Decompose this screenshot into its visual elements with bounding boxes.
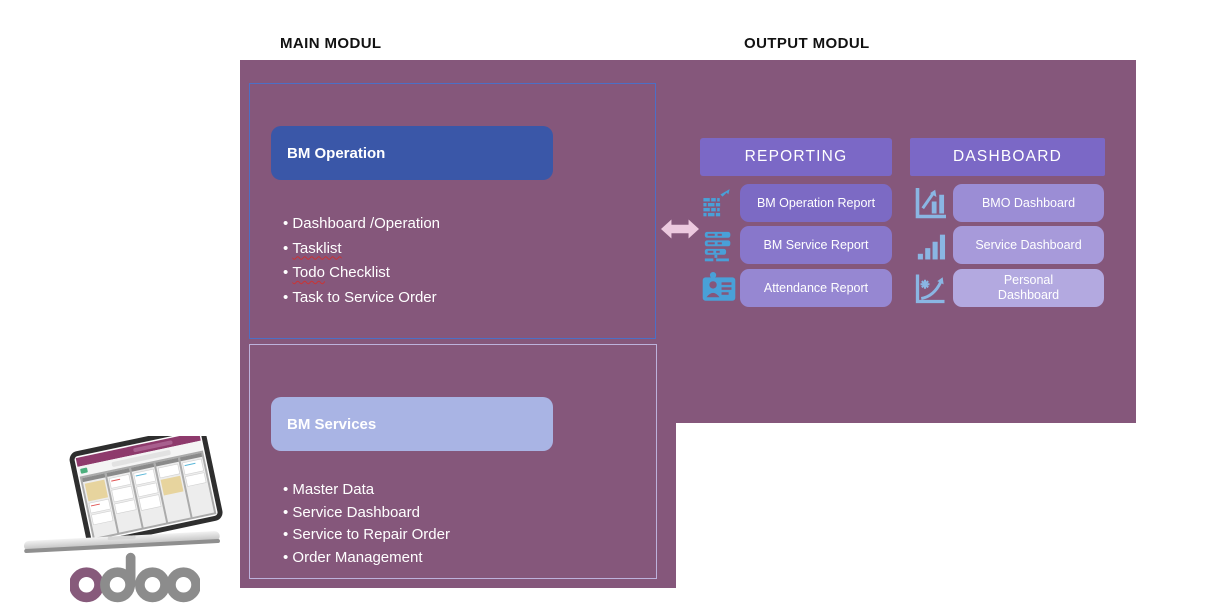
bm-operation-button: BM Operation (271, 126, 553, 180)
list-item: Tasklist (283, 237, 440, 262)
services-feature-list: Master Data Service Dashboard Service to… (283, 479, 450, 569)
operation-feature-list: Dashboard /Operation Tasklist Todo Check… (283, 212, 440, 310)
list-item: Order Management (283, 547, 450, 570)
odoo-logo (70, 552, 200, 604)
bm-services-label: BM Services (287, 415, 377, 433)
ascending-bars-icon (915, 228, 949, 264)
brick-report-icon (702, 185, 736, 221)
services-box: BM Services Master Data Service Dashboar… (249, 344, 657, 579)
dashboard-header: DASHBOARD (910, 138, 1105, 176)
report-button-attendance: Attendance Report (740, 269, 892, 307)
laptop-illustration (22, 436, 237, 571)
dashboard-button-personal: Personal Dashboard (953, 269, 1104, 307)
list-item: Service Dashboard (283, 502, 450, 525)
list-item: Service to Repair Order (283, 524, 450, 547)
main-modul-label: MAIN MODUL (280, 35, 382, 52)
dashboard-button-service: Service Dashboard (953, 226, 1104, 264)
reporting-header: REPORTING (700, 138, 892, 176)
report-button-bm-operation: BM Operation Report (740, 184, 892, 222)
chart-growth-icon (913, 185, 949, 221)
list-item: Dashboard /Operation (283, 212, 440, 237)
bm-services-button: BM Services (271, 397, 553, 451)
output-modul-label: OUTPUT MODUL (744, 35, 870, 52)
list-item: Master Data (283, 479, 450, 502)
left-right-arrow-icon (661, 216, 699, 242)
server-list-icon (702, 227, 736, 265)
curve-growth-icon (913, 270, 949, 306)
report-button-bm-service: BM Service Report (740, 226, 892, 264)
operation-box: BM Operation Dashboard /Operation Taskli… (249, 83, 656, 339)
bm-operation-label: BM Operation (287, 144, 386, 162)
dashboard-button-bmo: BMO Dashboard (953, 184, 1104, 222)
list-item: Todo Checklist (283, 261, 440, 286)
id-card-icon (702, 270, 736, 306)
list-item: Task to Service Order (283, 286, 440, 311)
